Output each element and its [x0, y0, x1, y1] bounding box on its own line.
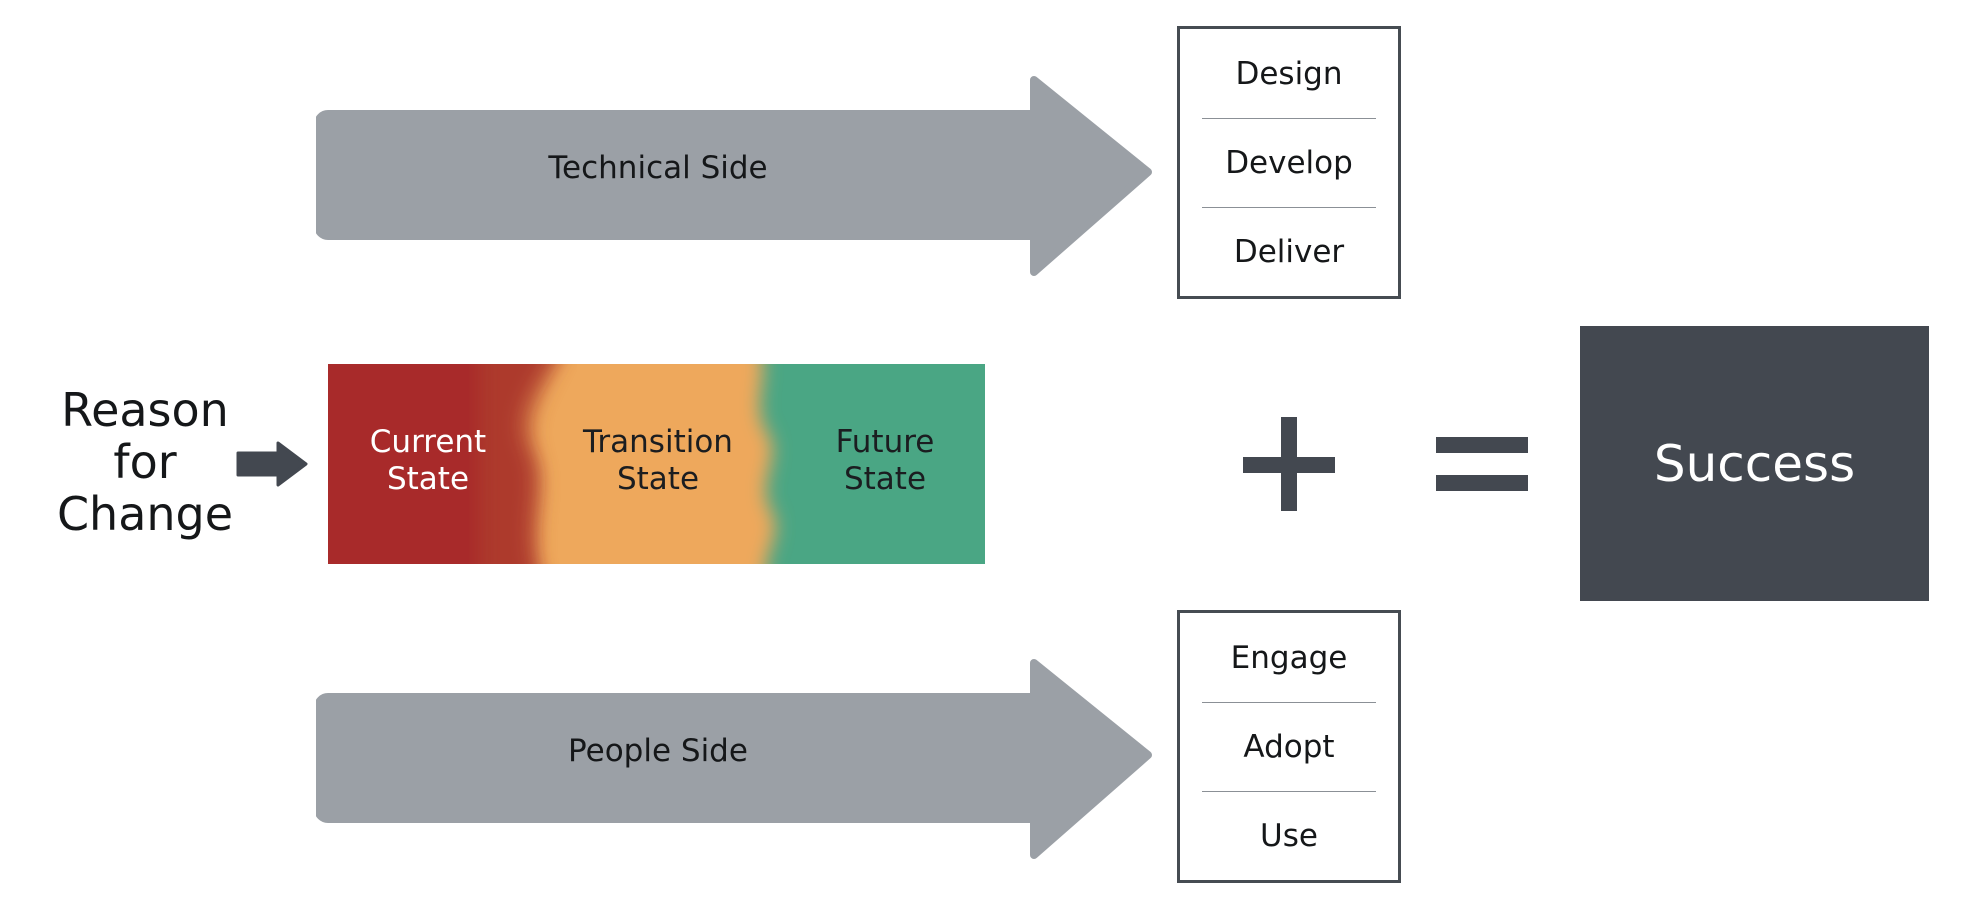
step-use: Use [1202, 791, 1376, 880]
step-adopt: Adopt [1202, 702, 1376, 791]
step-deliver: Deliver [1202, 207, 1376, 296]
step-engage: Engage [1230, 639, 1348, 676]
people-side-label: People Side [568, 733, 748, 769]
reason-for-change: Reason for Change [40, 384, 250, 540]
success-label: Success [1653, 434, 1856, 493]
step-develop: Develop [1202, 118, 1376, 207]
state-gradient-graphic [328, 364, 985, 564]
reason-line-1: Reason [61, 383, 229, 437]
future-state-label: Future State [835, 424, 935, 497]
plus-icon [1243, 417, 1335, 511]
people-side-arrow [316, 659, 1152, 859]
step-design: Design [1235, 55, 1343, 92]
people-steps-box: Engage Adopt Use [1177, 610, 1401, 883]
technical-side-arrow [316, 76, 1152, 276]
equals-icon [1436, 437, 1528, 491]
success-box: Success [1580, 326, 1929, 601]
state-transition-bar: Current State Transition State Future St… [328, 364, 985, 564]
transition-state-label: Transition State [583, 424, 733, 497]
reason-line-2: for [113, 435, 177, 489]
current-state-label: Current State [369, 424, 487, 497]
small-arrow-right-icon [236, 441, 308, 487]
reason-line-3: Change [56, 487, 234, 541]
technical-side-label: Technical Side [548, 150, 768, 186]
technical-steps-box: Design Develop Deliver [1177, 26, 1401, 299]
